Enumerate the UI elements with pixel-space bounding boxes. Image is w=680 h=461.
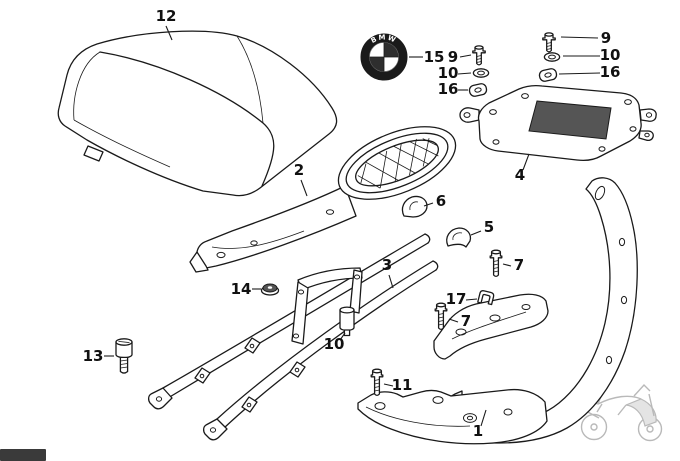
part-9-screw-left[interactable] <box>472 45 486 66</box>
callout-label-9-right[interactable]: 9 <box>601 29 611 47</box>
callout-label-10-middle[interactable]: 10 <box>324 335 345 353</box>
part-14-grommet[interactable] <box>260 283 280 296</box>
part-17-clip[interactable] <box>477 290 495 306</box>
leader-line <box>165 25 173 41</box>
callout-label-17[interactable]: 17 <box>446 290 467 308</box>
leader-line <box>558 72 601 75</box>
part-10-washer-left[interactable] <box>472 68 490 78</box>
leader-line <box>448 318 459 323</box>
part-7-screw-upper[interactable] <box>489 249 503 278</box>
leader-line <box>480 409 487 427</box>
part-12-seat-cowl[interactable] <box>57 30 338 197</box>
callout-label-16-right[interactable]: 16 <box>600 63 621 81</box>
part-5-clamp[interactable] <box>446 227 472 248</box>
callout-6: 6 <box>423 192 446 210</box>
part-16-grommet-right[interactable] <box>537 67 559 83</box>
leader-line <box>560 36 599 39</box>
callout-2: 2 <box>294 161 308 197</box>
callout-label-13[interactable]: 13 <box>83 347 104 365</box>
callout-label-1[interactable]: 1 <box>473 422 483 440</box>
callout-label-15[interactable]: 15 <box>424 48 445 66</box>
leader-line <box>502 263 512 267</box>
part-2-bracket[interactable] <box>189 112 466 273</box>
part-10-washer-right[interactable] <box>543 52 561 62</box>
leader-line <box>465 298 478 301</box>
emblem-letters: BMW <box>370 33 397 45</box>
leader-line <box>470 230 482 236</box>
callout-10-middle: 10 <box>324 332 346 353</box>
part-16-grommet-left[interactable] <box>467 82 489 98</box>
callout-9-right: 9 <box>560 29 611 47</box>
leader-line <box>459 54 472 58</box>
callout-15: 15 <box>409 48 444 66</box>
callout-11: 11 <box>383 376 413 394</box>
leader-line <box>383 383 394 387</box>
callout-label-4[interactable]: 4 <box>515 166 525 184</box>
part-3-subframe[interactable] <box>147 233 439 441</box>
callout-7-lower: 7 <box>448 312 471 330</box>
callout-label-16-left[interactable]: 16 <box>438 80 459 98</box>
leader-line <box>300 179 308 197</box>
leader-line <box>522 153 530 171</box>
callout-9-left: 9 <box>448 48 472 66</box>
part-15-bmw-emblem[interactable]: BMW <box>360 33 408 81</box>
callout-label-14[interactable]: 14 <box>231 280 252 298</box>
callout-3: 3 <box>382 256 394 289</box>
callout-4: 4 <box>515 153 530 184</box>
svg-text:BMW: BMW <box>370 33 398 45</box>
leader-line <box>457 72 472 75</box>
leader-line <box>388 274 394 289</box>
callout-13: 13 <box>83 347 114 365</box>
callout-label-7-lower[interactable]: 7 <box>461 312 471 330</box>
callout-16-left: 16 <box>438 80 468 98</box>
callout-label-2[interactable]: 2 <box>294 161 304 179</box>
callout-label-12[interactable]: 12 <box>156 7 177 25</box>
part-6-bracket[interactable] <box>401 195 428 218</box>
callout-label-10-right[interactable]: 10 <box>600 46 621 64</box>
callout-label-10-left[interactable]: 10 <box>438 64 459 82</box>
callout-label-5[interactable]: 5 <box>484 218 494 236</box>
callout-label-11[interactable]: 11 <box>392 376 413 394</box>
part-13-bolt[interactable] <box>115 338 133 374</box>
callout-10-left: 10 <box>438 64 472 82</box>
part-4-rack-plate[interactable] <box>459 84 657 162</box>
callout-10-right: 10 <box>563 46 620 64</box>
callout-5: 5 <box>470 218 494 236</box>
leader-line <box>339 332 346 341</box>
part-9-screw-right[interactable] <box>542 32 556 53</box>
callout-label-7-upper[interactable]: 7 <box>514 256 524 274</box>
callout-17: 17 <box>446 290 478 308</box>
callout-label-9-left[interactable]: 9 <box>448 48 458 66</box>
part-1-carrier-frame[interactable] <box>357 177 638 445</box>
callout-1: 1 <box>473 409 487 440</box>
callout-label-6[interactable]: 6 <box>436 192 446 210</box>
callout-16-right: 16 <box>558 63 621 81</box>
callout-label-3[interactable]: 3 <box>382 256 392 274</box>
part-10-spacer-bolt[interactable] <box>339 306 355 337</box>
callouts-layer: 12 15 9 10 16 9 10 16 2 4 6 5 3 14 10 13… <box>83 7 621 440</box>
leader-line <box>423 202 434 207</box>
corner-id-plate <box>0 449 46 461</box>
callout-7-upper: 7 <box>502 256 524 274</box>
callout-14: 14 <box>231 280 261 298</box>
callout-12: 12 <box>156 7 177 41</box>
